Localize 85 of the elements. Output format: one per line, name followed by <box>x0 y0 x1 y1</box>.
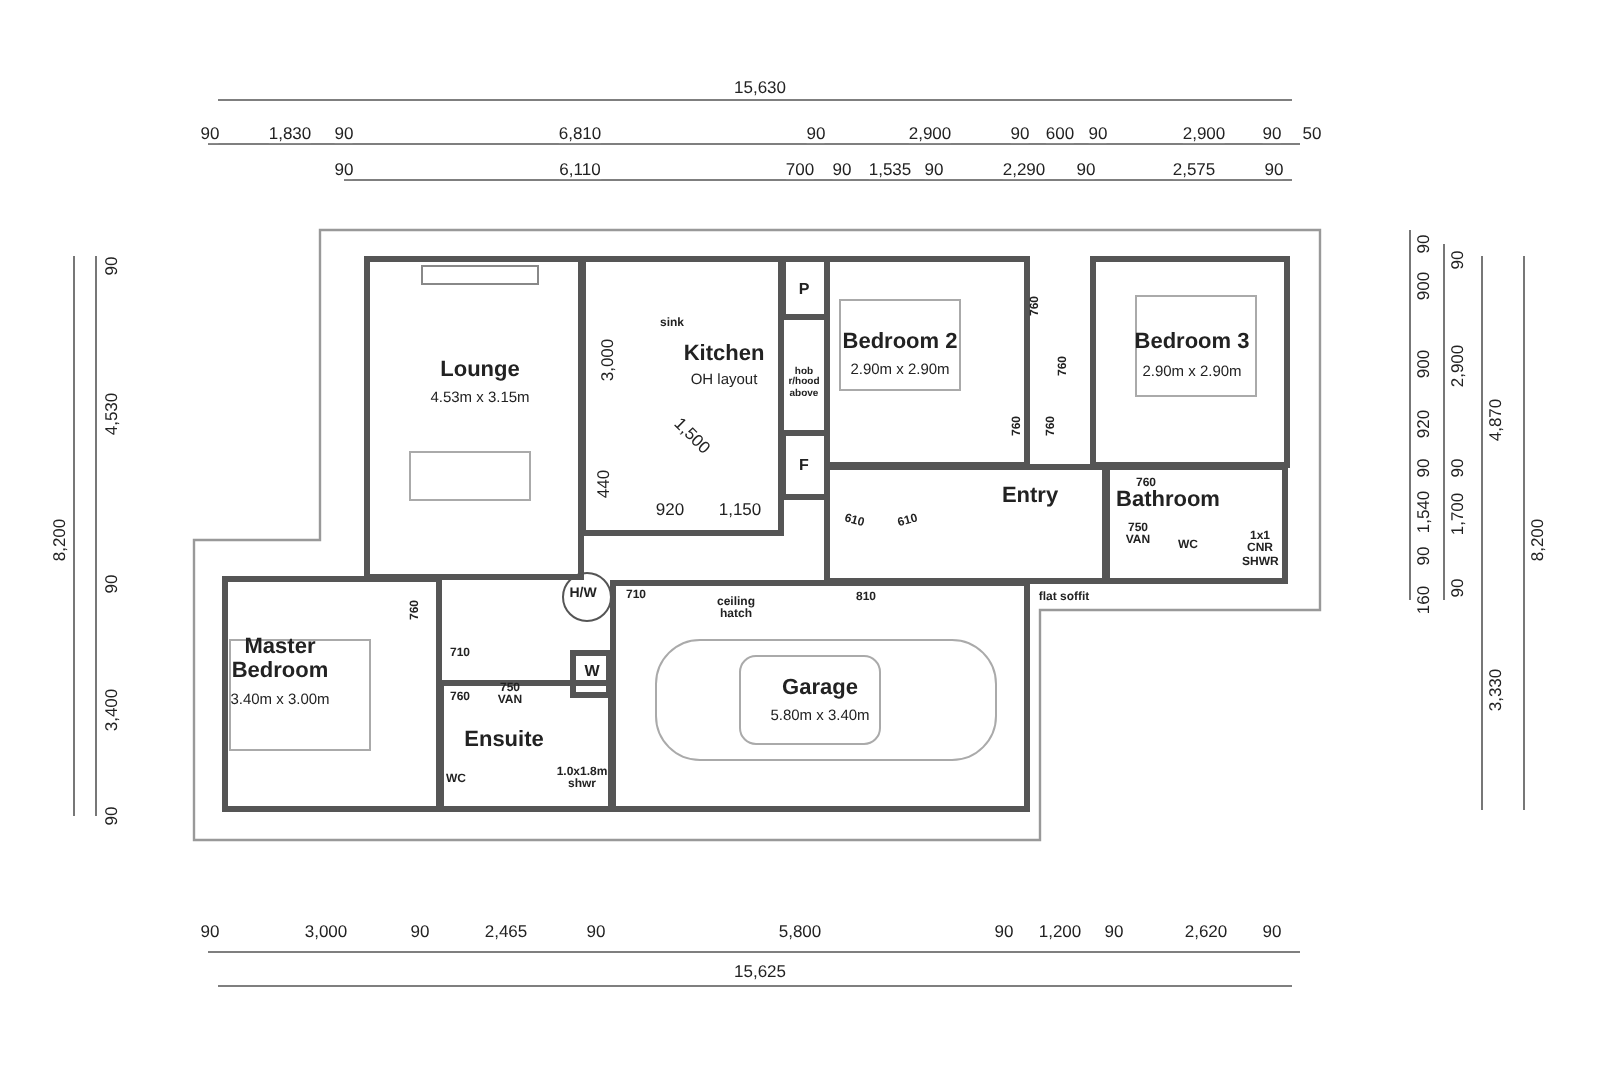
dimension-text: 90 <box>334 161 354 179</box>
dimension-text: 90 <box>1088 125 1108 143</box>
dimension-text: 3,000 <box>599 338 617 382</box>
dimension-text: 6,810 <box>558 125 602 143</box>
water-heater-circle <box>562 572 612 622</box>
dimension-text: 90 <box>1415 234 1433 254</box>
dimension-text: 900 <box>1415 349 1433 379</box>
dimension-text: 90 <box>586 923 606 941</box>
dimension-text: 2,900 <box>1449 344 1467 388</box>
dimension-text: 90 <box>200 125 220 143</box>
dimension-text: 90 <box>103 574 121 594</box>
dimension-text: 90 <box>410 923 430 941</box>
dimension-text: 90 <box>924 161 944 179</box>
dimension-text: 15,630 <box>734 79 786 97</box>
dimension-text: 90 <box>1104 923 1124 941</box>
dimension-text: 3,330 <box>1487 668 1505 712</box>
dimension-text: 1,150 <box>718 501 762 519</box>
dimension-text: 50 <box>1302 125 1322 143</box>
dimension-text: 2,900 <box>1182 125 1226 143</box>
dimension-text: 90 <box>1449 250 1467 270</box>
dimension-text: 2,465 <box>484 923 528 941</box>
dimension-text: 90 <box>832 161 852 179</box>
room-name: Ensuite <box>464 730 544 754</box>
dimension-text: 1,830 <box>268 125 312 143</box>
room-outline <box>222 576 442 812</box>
dimension-text: 700 <box>785 161 815 179</box>
dimension-text: 90 <box>1262 125 1282 143</box>
dimension-text: 2,575 <box>1172 161 1216 179</box>
room-outline <box>438 680 614 812</box>
room-outline <box>610 580 1030 812</box>
dimension-text: 3,400 <box>103 688 121 732</box>
dimension-text: 160 <box>1415 585 1433 615</box>
dimension-text: 8,200 <box>51 518 69 562</box>
dimension-text: 920 <box>655 501 685 519</box>
dimension-text: 4,530 <box>103 392 121 436</box>
dimension-text: 440 <box>595 469 613 499</box>
dimension-text: 90 <box>1449 458 1467 478</box>
room-outline <box>824 464 1108 584</box>
room-outline <box>364 256 584 580</box>
room-outline <box>780 256 830 320</box>
room-outline <box>1104 464 1288 584</box>
room-name: P <box>798 281 810 299</box>
dimension-text: 8,200 <box>1529 518 1547 562</box>
dimension-text: 90 <box>103 256 121 276</box>
room-name: Bedroom 2 <box>842 332 958 356</box>
dimension-text: 1,535 <box>868 161 912 179</box>
dimension-text: 900 <box>1415 271 1433 301</box>
room-outline <box>570 650 612 698</box>
dimension-text: 4,870 <box>1487 398 1505 442</box>
dimension-text: 90 <box>806 125 826 143</box>
dimension-text: 90 <box>1415 458 1433 478</box>
room-outline <box>824 256 1030 468</box>
dimension-text: 2,900 <box>908 125 952 143</box>
room-name: Master Bedroom <box>229 636 331 684</box>
dimension-text: 920 <box>1415 409 1433 439</box>
dimension-text: 90 <box>200 923 220 941</box>
room-name: Garage <box>782 678 858 702</box>
room-name: Kitchen <box>683 344 765 368</box>
room-name: Entry <box>1001 486 1059 510</box>
dimension-text: 90 <box>1262 923 1282 941</box>
dimension-text: 90 <box>994 923 1014 941</box>
room-name: W <box>584 663 600 681</box>
dimension-text: 90 <box>1076 161 1096 179</box>
dimension-text: 90 <box>1010 125 1030 143</box>
room-name: F <box>799 457 809 475</box>
dimension-text: 90 <box>103 806 121 826</box>
dimension-text: 90 <box>1449 578 1467 598</box>
room-name: Bedroom 3 <box>1134 332 1250 356</box>
dimension-text: 15,625 <box>734 963 786 981</box>
room-name: Bathroom <box>1116 490 1220 514</box>
dimension-text: 1,200 <box>1038 923 1082 941</box>
dimension-text: 600 <box>1045 125 1075 143</box>
dimension-text: 90 <box>1264 161 1284 179</box>
dimension-text: 90 <box>1415 546 1433 566</box>
room-outline <box>780 430 830 500</box>
dimension-text: 3,000 <box>304 923 348 941</box>
dimension-text: 2,290 <box>1002 161 1046 179</box>
dimension-text: 90 <box>334 125 354 143</box>
dimension-text: 1,540 <box>1415 490 1433 534</box>
room-name: Lounge <box>440 360 520 384</box>
dimension-text: 6,110 <box>559 161 601 179</box>
dimension-text: 5,800 <box>778 923 822 941</box>
dimension-text: 1,700 <box>1449 492 1467 536</box>
room-outline <box>1090 256 1290 468</box>
dimension-text: 2,620 <box>1184 923 1228 941</box>
